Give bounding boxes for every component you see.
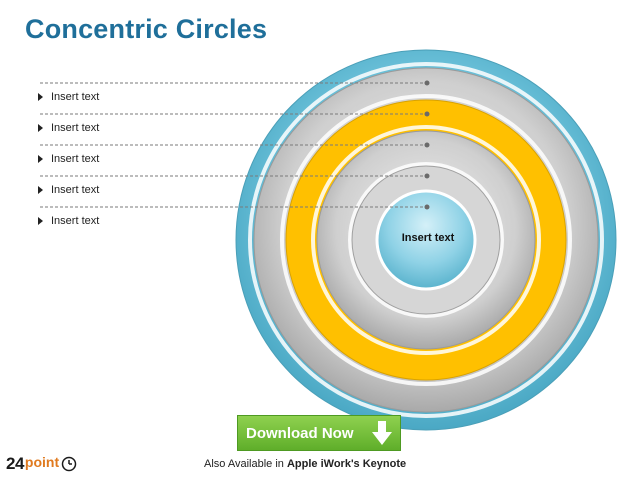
availability-highlight: Apple iWork's Keynote bbox=[286, 458, 407, 470]
download-label: Download Now bbox=[246, 424, 354, 442]
availability-prefix: Also Available in bbox=[204, 458, 287, 470]
page-title: Concentric Circles bbox=[25, 14, 268, 44]
download-now-button[interactable]: Download Now bbox=[237, 415, 401, 451]
brand-logo: 24 point bbox=[6, 452, 77, 476]
center-label: Insert text bbox=[401, 232, 455, 244]
list-item: Insert text bbox=[38, 182, 99, 198]
logo-number: 24 bbox=[6, 454, 24, 473]
list-item: Insert text bbox=[38, 120, 99, 136]
leader-lines bbox=[40, 82, 427, 208]
bullet-label: Insert text bbox=[51, 91, 100, 103]
triangle-right-icon bbox=[38, 93, 43, 101]
list-item: Insert text bbox=[38, 89, 99, 105]
clock-icon bbox=[61, 456, 77, 472]
triangle-right-icon bbox=[38, 217, 43, 225]
triangle-right-icon bbox=[38, 124, 43, 132]
availability-note: Also Available in Apple iWork's Keynote bbox=[204, 458, 406, 470]
list-item: Insert text bbox=[38, 151, 99, 167]
arrow-down-icon bbox=[372, 421, 392, 445]
list-item: Insert text bbox=[38, 213, 99, 229]
bullet-label: Insert text bbox=[51, 184, 100, 196]
triangle-right-icon bbox=[38, 155, 43, 163]
bullet-label: Insert text bbox=[51, 122, 100, 134]
bullet-label: Insert text bbox=[51, 215, 100, 227]
triangle-right-icon bbox=[38, 186, 43, 194]
leader-endpoints bbox=[424, 80, 430, 210]
logo-word: point bbox=[24, 454, 60, 470]
center-circle bbox=[375, 189, 477, 291]
bullet-label: Insert text bbox=[51, 153, 100, 165]
